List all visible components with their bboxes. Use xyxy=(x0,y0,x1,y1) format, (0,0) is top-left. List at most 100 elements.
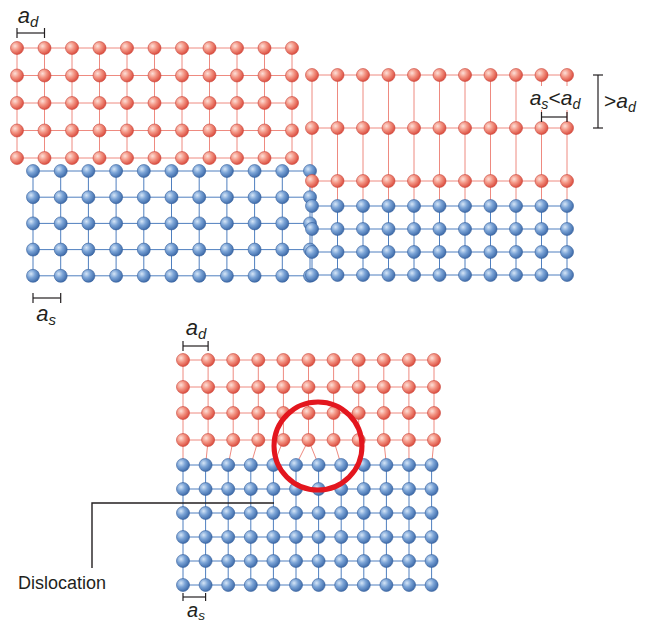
atom xyxy=(176,124,189,137)
bond-line xyxy=(183,585,432,586)
atom xyxy=(286,97,299,110)
dimension-tick xyxy=(566,112,567,122)
atom xyxy=(312,531,325,544)
dimension-tick xyxy=(205,593,206,601)
symbol-subscript: s xyxy=(198,608,205,623)
atom xyxy=(306,269,319,282)
atom xyxy=(535,200,548,213)
atom xyxy=(276,191,289,204)
atom xyxy=(428,407,441,420)
atom xyxy=(331,200,344,213)
atom xyxy=(121,97,134,110)
atom xyxy=(357,175,370,188)
label-text: Dislocation xyxy=(18,573,106,593)
symbol-letter: a xyxy=(616,89,628,112)
atom xyxy=(177,579,190,592)
atom xyxy=(290,531,303,544)
dimension-tick xyxy=(182,341,183,351)
atom xyxy=(425,531,438,544)
symbol-letter: a xyxy=(187,599,198,621)
atom xyxy=(199,579,212,592)
atom xyxy=(38,124,51,137)
symbol-letter: a xyxy=(36,301,48,326)
dimension-line xyxy=(542,116,568,117)
atom xyxy=(377,381,390,394)
atom xyxy=(484,69,497,82)
atom xyxy=(306,246,319,259)
atom xyxy=(302,354,315,367)
atom xyxy=(193,269,206,282)
lattice-constant-label: >ad xyxy=(604,89,636,112)
atom xyxy=(561,175,574,188)
atom xyxy=(510,223,523,236)
bond-line xyxy=(388,206,389,275)
atom xyxy=(276,217,289,230)
atom xyxy=(331,246,344,259)
dimension-tick xyxy=(208,341,209,351)
bond-line xyxy=(183,513,432,514)
atom xyxy=(27,191,40,204)
atom xyxy=(38,69,51,82)
atom xyxy=(382,69,395,82)
atom xyxy=(202,354,215,367)
atom xyxy=(203,42,216,55)
atom xyxy=(11,42,24,55)
atom xyxy=(357,122,370,135)
bond-line xyxy=(312,206,313,275)
atom xyxy=(382,269,395,282)
atom xyxy=(177,555,190,568)
dimension-line xyxy=(33,297,61,298)
atom xyxy=(276,269,289,282)
atom xyxy=(244,555,257,568)
atom xyxy=(66,124,79,137)
atom xyxy=(561,69,574,82)
atom xyxy=(66,152,79,165)
atom xyxy=(11,97,24,110)
atom xyxy=(402,354,415,367)
atom xyxy=(380,507,393,520)
atom xyxy=(290,579,303,592)
atom xyxy=(312,579,325,592)
leader-line xyxy=(92,503,274,568)
atom xyxy=(220,217,233,230)
atom xyxy=(66,97,79,110)
atom xyxy=(408,223,421,236)
atom xyxy=(459,175,472,188)
bond-lines xyxy=(17,48,567,585)
atom xyxy=(428,381,441,394)
atom-set xyxy=(11,42,574,592)
bond-line xyxy=(183,561,432,562)
atom xyxy=(561,200,574,213)
atom xyxy=(302,381,315,394)
atom xyxy=(248,243,261,256)
atom xyxy=(54,243,67,256)
atom xyxy=(203,124,216,137)
bond-line xyxy=(439,206,440,275)
symbol-subscript: d xyxy=(572,96,580,112)
atom xyxy=(176,152,189,165)
atom xyxy=(11,69,24,82)
atom xyxy=(331,269,344,282)
atom xyxy=(203,97,216,110)
atom xyxy=(227,354,240,367)
atom xyxy=(199,555,212,568)
atom xyxy=(459,246,472,259)
atom xyxy=(267,507,280,520)
bond-line xyxy=(490,206,491,275)
atom xyxy=(148,69,161,82)
dimension-tick xyxy=(541,112,542,122)
atom xyxy=(267,579,280,592)
atom xyxy=(222,507,235,520)
atom xyxy=(357,246,370,259)
dimension-line xyxy=(183,596,206,597)
atom xyxy=(484,246,497,259)
atom xyxy=(425,459,438,472)
atom xyxy=(38,42,51,55)
bond-line xyxy=(183,360,184,440)
atom xyxy=(177,507,190,520)
atom xyxy=(402,434,415,447)
atom xyxy=(377,354,390,367)
atom xyxy=(561,269,574,282)
atom xyxy=(110,269,123,282)
atom xyxy=(312,555,325,568)
